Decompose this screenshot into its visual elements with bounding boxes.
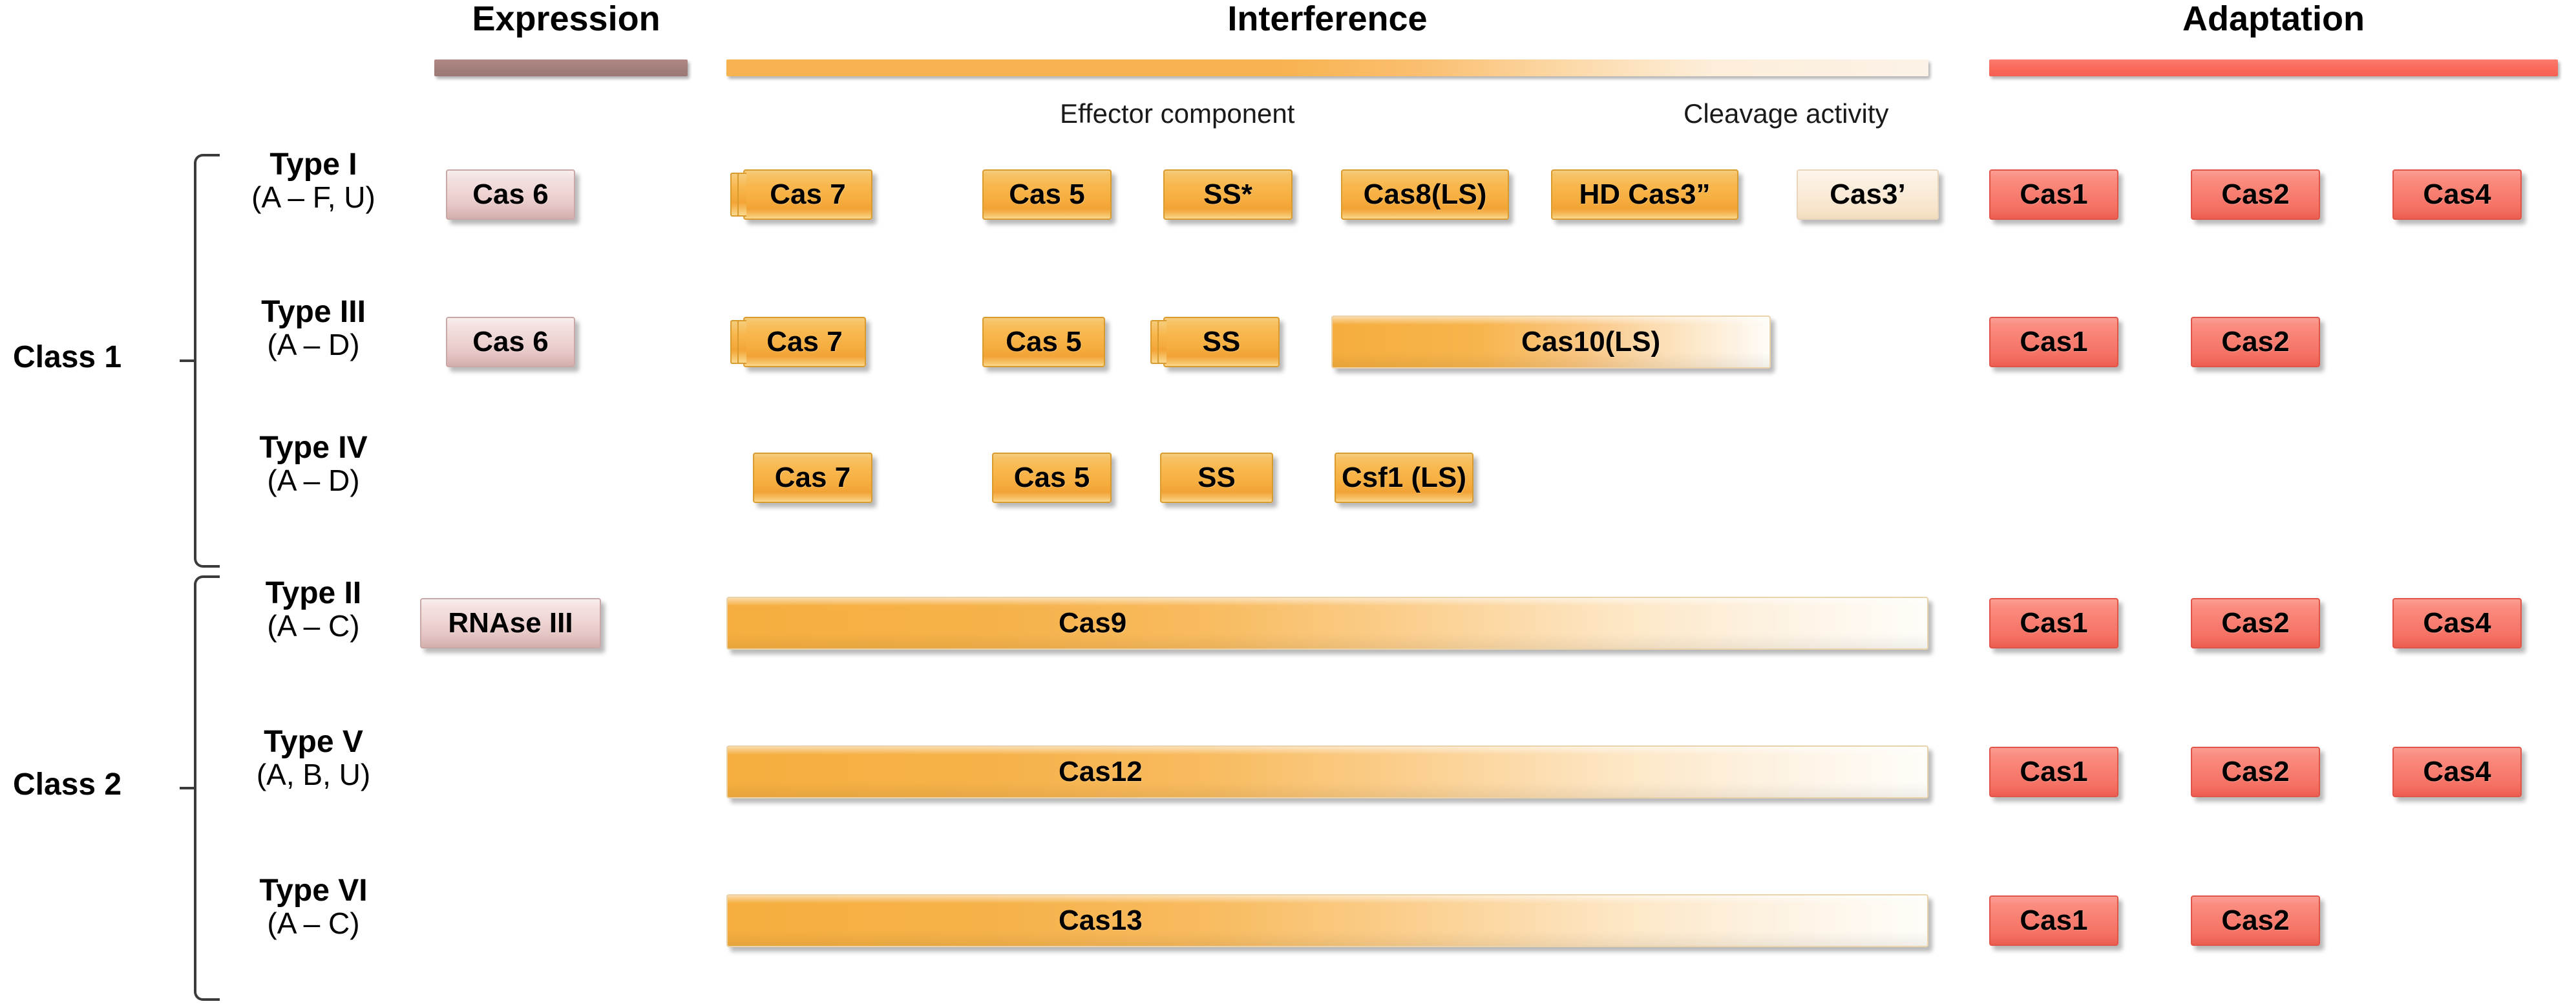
interference-box-hd-cas3dprime-type-i: HD Cas3” (1551, 169, 1738, 220)
section-title-interference: Interference (1227, 0, 1428, 38)
type-name: Type V (264, 725, 363, 759)
class2-bracket-tick (180, 787, 194, 789)
section-bar-expression (434, 59, 688, 76)
type-label-type-vi: Type VI(A – C) (165, 873, 462, 941)
interference-box-cas-7-type-i: Cas 7 (730, 169, 872, 220)
interference-box-cas-5-type-iii: Cas 5 (982, 317, 1105, 367)
adaptation-box-cas2-type-ii: Cas2 (2191, 598, 2320, 648)
type-name: Type II (265, 576, 362, 610)
type-name: Type VI (259, 873, 368, 908)
interference-box-cas-7-type-iii: Cas 7 (730, 317, 866, 367)
interference-box-cas9-type-ii: Cas9 (726, 597, 1928, 650)
expression-box-rnase-iii-type-ii: RNAse III (420, 598, 601, 648)
adaptation-box-cas4-type-i: Cas4 (2392, 169, 2522, 220)
adaptation-box-cas1-type-iii: Cas1 (1989, 317, 2118, 367)
type-subtypes: (A – C) (267, 609, 360, 643)
adaptation-box-cas1-type-i: Cas1 (1989, 169, 2118, 220)
adaptation-box-cas1-type-vi: Cas1 (1989, 895, 2118, 946)
type-label-type-v: Type V(A, B, U) (165, 725, 462, 792)
type-label-type-ii: Type II(A – C) (165, 577, 462, 643)
section-title-expression: Expression (472, 0, 660, 38)
class1-bracket-tick (180, 359, 194, 362)
section-bar-adaptation (1989, 59, 2558, 76)
adaptation-box-cas1-type-ii: Cas1 (1989, 598, 2118, 648)
interference-box-cas-5-type-i: Cas 5 (982, 169, 1112, 220)
class1-label: Class 1 (13, 340, 122, 374)
section-title-adaptation: Adaptation (2182, 0, 2365, 38)
interference-cleavage-label: Cleavage activity (1684, 98, 1889, 129)
interference-box-cas12-type-v: Cas12 (726, 745, 1928, 798)
interference-box-ssstar-type-i: SS* (1163, 169, 1293, 220)
interference-box-cas13-type-vi: Cas13 (726, 894, 1928, 947)
interference-box-cas3prime-type-i: Cas3’ (1797, 169, 1939, 220)
section-bar-interference (726, 59, 1928, 76)
interference-box-cas-7-type-iv: Cas 7 (753, 453, 872, 503)
interference-box-cas10-ls-type-iii: Cas10(LS) (1331, 316, 1771, 369)
adaptation-box-cas4-type-v: Cas4 (2392, 747, 2522, 797)
box-label: Cas9 (1059, 607, 1127, 639)
interference-box-cas8-ls-type-i: Cas8(LS) (1341, 169, 1509, 220)
class2-label: Class 2 (13, 767, 122, 802)
type-label-type-iii: Type III(A – D) (165, 295, 462, 362)
type-subtypes: (A – D) (267, 464, 360, 498)
adaptation-box-cas2-type-iii: Cas2 (2191, 317, 2320, 367)
adaptation-box-cas4-type-ii: Cas4 (2392, 598, 2522, 648)
expression-box-cas-6-type-iii: Cas 6 (446, 317, 575, 367)
class1-bracket (194, 154, 220, 568)
class2-bracket (194, 575, 220, 1001)
type-label-type-iv: Type IV(A – D) (165, 431, 462, 498)
interference-effector-label: Effector component (1060, 98, 1295, 129)
adaptation-box-cas2-type-vi: Cas2 (2191, 895, 2320, 946)
box-label: Cas10(LS) (1521, 326, 1661, 358)
adaptation-box-cas1-type-v: Cas1 (1989, 747, 2118, 797)
box-label: Cas12 (1059, 756, 1143, 787)
expression-box-cas-6-type-i: Cas 6 (446, 169, 575, 220)
type-name: Type IV (259, 431, 368, 465)
type-subtypes: (A – F, U) (251, 180, 375, 215)
box-label: Cas13 (1059, 904, 1143, 936)
type-name: Type III (261, 295, 366, 329)
interference-box-ss-type-iii: SS (1150, 317, 1280, 367)
type-subtypes: (A – D) (267, 328, 360, 362)
interference-box-ss-type-iv: SS (1160, 453, 1273, 503)
type-label-type-i: Type I(A – F, U) (165, 147, 462, 215)
type-name: Type I (269, 147, 357, 182)
type-subtypes: (A, B, U) (256, 758, 371, 792)
adaptation-box-cas2-type-v: Cas2 (2191, 747, 2320, 797)
interference-box-csf1-ls-type-iv: Csf1 (LS) (1335, 453, 1473, 503)
type-subtypes: (A – C) (267, 906, 360, 941)
interference-box-cas-5-type-iv: Cas 5 (992, 453, 1112, 503)
adaptation-box-cas2-type-i: Cas2 (2191, 169, 2320, 220)
